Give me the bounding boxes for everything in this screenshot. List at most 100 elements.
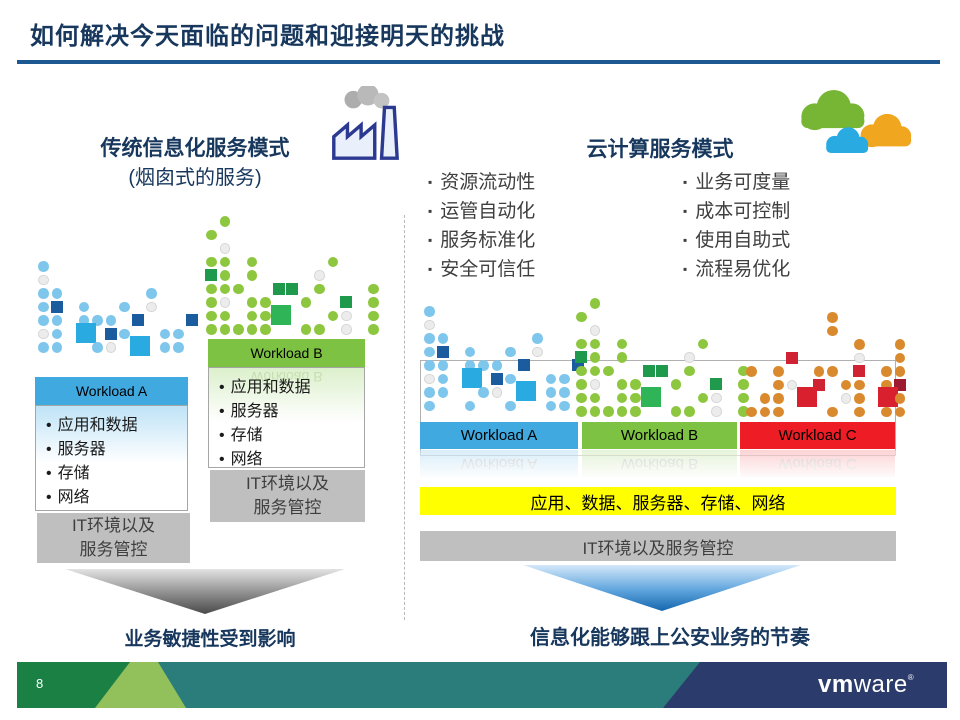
down-arrow-blue xyxy=(523,565,801,611)
vm-dot xyxy=(881,406,892,417)
vm-dot-idle xyxy=(38,328,49,339)
vm-dot-idle xyxy=(146,301,157,312)
workload-a-item: 网络 xyxy=(46,486,187,510)
cloud-benefits-list-1: 资源流动性运管自动化服务标准化安全可信任 xyxy=(428,169,535,285)
vm-dot xyxy=(219,310,230,321)
vm-dot-idle xyxy=(105,342,116,353)
workload-bar: Workload B xyxy=(582,422,737,449)
vm-dot xyxy=(759,393,770,404)
vm-dot xyxy=(738,392,749,403)
vm-dot xyxy=(746,406,757,417)
title-underline xyxy=(17,60,940,64)
vm-dot xyxy=(219,324,230,335)
vm-dot xyxy=(219,216,230,227)
vm-dot xyxy=(206,283,217,294)
vm-dot xyxy=(38,342,49,353)
vm-dot-idle xyxy=(840,393,851,404)
vm-dot xyxy=(746,366,757,377)
workload-b-item: 服务器 xyxy=(219,400,364,424)
bullet-item: 使用自助式 xyxy=(683,227,790,256)
vm-dot xyxy=(840,379,851,390)
vm-dot-idle xyxy=(532,346,543,357)
vm-dot xyxy=(697,338,708,349)
vm-dot xyxy=(616,379,627,390)
workload-b-item: 网络 xyxy=(219,448,364,472)
vm-dot xyxy=(219,270,230,281)
vm-dot xyxy=(260,324,271,335)
vm-dot xyxy=(38,288,49,299)
vm-square xyxy=(656,364,668,377)
vm-dot xyxy=(773,366,784,377)
vm-dot xyxy=(854,379,865,390)
vmware-logo: vmware® xyxy=(818,671,914,699)
left-workload-a-label: Workload A xyxy=(75,383,148,399)
vm-dot xyxy=(589,365,600,376)
vm-dot xyxy=(616,338,627,349)
vm-square xyxy=(185,314,198,326)
vm-dot xyxy=(78,301,89,312)
it-management-bar: IT环境以及服务管控 xyxy=(420,531,896,561)
vm-dot xyxy=(206,256,217,267)
vm-dot xyxy=(532,333,543,344)
reflection-fade xyxy=(418,450,898,483)
it-box-line2: 服务管控 xyxy=(253,498,322,517)
vm-square-large xyxy=(797,387,817,407)
vm-dot xyxy=(300,324,311,335)
bullet-item: 成本可控制 xyxy=(683,198,790,227)
vm-dot xyxy=(545,400,556,411)
vm-dot xyxy=(464,346,475,357)
vm-square xyxy=(104,327,117,340)
vm-square xyxy=(50,300,63,313)
vm-dot xyxy=(576,365,587,376)
vm-dot xyxy=(894,366,905,377)
vm-square-large xyxy=(515,381,536,401)
bullet-item: 资源流动性 xyxy=(428,169,535,198)
vm-dot xyxy=(827,325,838,336)
vm-dot xyxy=(246,270,257,281)
page-title: 如何解决今天面临的问题和迎接明天的挑战 xyxy=(30,23,505,50)
vm-dot xyxy=(545,373,556,384)
vm-dot xyxy=(773,393,784,404)
vm-dot-idle xyxy=(786,379,797,390)
vm-dot xyxy=(146,288,157,299)
vm-dot xyxy=(437,387,448,398)
vmware-logo-vm: vm xyxy=(818,671,854,698)
vm-dot xyxy=(684,365,695,376)
left-workload-a-bar: Workload A xyxy=(35,377,188,405)
vm-dot xyxy=(300,297,311,308)
vm-dot xyxy=(424,306,435,317)
footer-band xyxy=(17,662,947,708)
vm-dot xyxy=(576,379,587,390)
vm-square-large xyxy=(75,322,96,343)
cloud-benefits-list-2: 业务可度量成本可控制使用自助式流程易优化 xyxy=(683,169,790,285)
vm-dot xyxy=(589,392,600,403)
vm-dot xyxy=(827,406,838,417)
vm-dot xyxy=(424,360,435,371)
vm-dot xyxy=(738,406,749,417)
vm-dot xyxy=(559,400,570,411)
vm-dot xyxy=(119,328,130,339)
left-workload-b-it-box: IT环境以及 服务管控 xyxy=(210,470,365,522)
vm-dot xyxy=(616,406,627,417)
vm-dot xyxy=(559,387,570,398)
vm-dot xyxy=(559,373,570,384)
vm-dot xyxy=(314,324,325,335)
vm-dot-idle xyxy=(491,387,502,398)
vm-dot xyxy=(589,352,600,363)
vm-dot xyxy=(92,315,103,326)
vm-dot xyxy=(670,379,681,390)
vm-dot xyxy=(630,379,641,390)
vm-dot xyxy=(827,312,838,323)
vm-dot-idle xyxy=(589,325,600,336)
bullet-item: 业务可度量 xyxy=(683,169,790,198)
vm-dot xyxy=(424,387,435,398)
vm-dot xyxy=(78,315,89,326)
vm-dot xyxy=(616,352,627,363)
workload-a-item: 存储 xyxy=(46,462,187,486)
vm-dot xyxy=(505,400,516,411)
workload-a-item: 应用和数据 xyxy=(46,414,187,438)
vm-square xyxy=(517,359,530,371)
vm-dot xyxy=(881,366,892,377)
right-section-heading: 云计算服务模式 xyxy=(586,138,734,161)
